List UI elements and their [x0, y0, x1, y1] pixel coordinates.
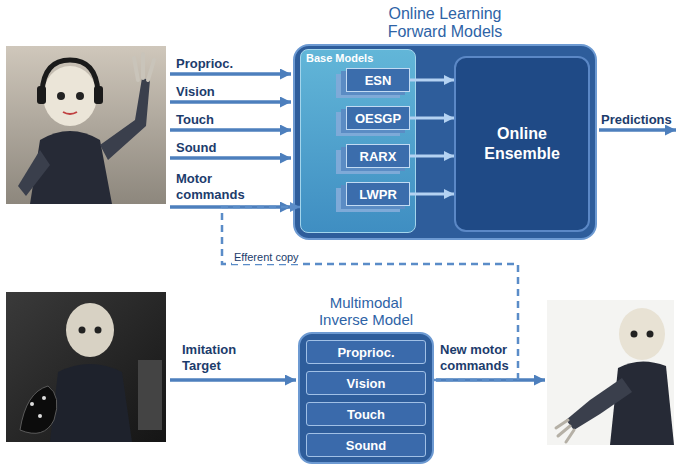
box-label: LWPR	[359, 187, 397, 202]
photo-background	[6, 46, 166, 204]
input-arrow	[170, 156, 291, 160]
robot-arm	[18, 150, 50, 196]
signal-label: Proprioc.	[176, 56, 233, 72]
model-box: RARX	[346, 144, 410, 168]
label-anchor: Proprioc.	[176, 56, 233, 72]
label-anchor: Touch	[176, 112, 214, 128]
model-box: ESN	[346, 68, 410, 92]
inverse-model-box: Multimodal Inverse ModelProprioc.VisionT…	[298, 332, 434, 464]
box-label: OESGP	[355, 111, 401, 126]
headphones	[94, 86, 103, 104]
model-connector	[410, 117, 454, 120]
headphones	[42, 60, 98, 92]
robot-fingers	[134, 54, 154, 80]
robot-eye	[76, 92, 84, 100]
signal-label: Motor commands	[176, 171, 268, 203]
model-box: OESGP	[346, 106, 410, 130]
box-label: Sound	[346, 438, 386, 453]
group-heading: Online Learning Forward Models	[370, 5, 520, 41]
label-anchor: Vision	[176, 84, 215, 100]
robot-arm	[566, 378, 632, 430]
signal-label: Predictions	[601, 112, 672, 128]
box-label: Touch	[347, 407, 385, 422]
signal-label: Imitation Target	[182, 342, 262, 374]
robot-photo	[6, 46, 166, 204]
robot-mouth	[63, 112, 77, 114]
modality-box: Vision	[306, 371, 426, 395]
signal-label: Sound	[176, 140, 216, 156]
robot-eye	[79, 327, 86, 334]
glove-marker	[42, 396, 46, 400]
signal-label: Vision	[176, 84, 215, 100]
label-anchor: Imitation Target	[182, 342, 262, 374]
input-arrow	[170, 100, 291, 104]
headphones	[37, 86, 46, 104]
box-label: ESN	[365, 73, 392, 88]
modality-box: Touch	[306, 402, 426, 426]
robot-photo	[6, 292, 166, 442]
output-arrow	[599, 128, 676, 132]
robot-body	[50, 364, 132, 442]
forward-model-group: Online Learning Forward ModelsBase Model…	[293, 44, 597, 240]
signal-label: Touch	[176, 112, 214, 128]
robot-head	[66, 303, 114, 357]
model-connector	[410, 79, 454, 82]
group-heading: Multimodal Inverse Model	[304, 294, 428, 328]
robot-eye	[647, 331, 654, 338]
box-label: Online Ensemble	[456, 124, 588, 164]
label-anchor: Predictions	[601, 112, 672, 128]
base-models-box: Base ModelsESN OESGP RARX LWPR	[300, 49, 416, 233]
photo-background	[547, 300, 674, 445]
ensemble-box: Online Ensemble	[454, 56, 590, 232]
modality-box: Sound	[306, 433, 426, 457]
label-anchor: Efferent copy	[232, 247, 301, 265]
box-label: Proprioc.	[337, 345, 394, 360]
input-arrow	[170, 378, 296, 382]
label-anchor: Sound	[176, 140, 216, 156]
glove-marker	[30, 402, 34, 406]
robot-eye	[95, 327, 102, 334]
label-anchor: Motor commands	[176, 171, 268, 203]
label-anchor: New motor commands	[440, 342, 514, 374]
model-connector	[410, 155, 454, 158]
glove	[20, 386, 57, 433]
signal-label: New motor commands	[440, 342, 514, 374]
box-label: RARX	[360, 149, 397, 164]
robot-fingers	[556, 420, 574, 442]
robot-head	[43, 66, 97, 126]
robot-eye	[631, 331, 638, 338]
box-heading: Base Models	[301, 50, 415, 65]
model-connector	[410, 193, 454, 196]
input-arrow	[170, 128, 291, 132]
box-label: Vision	[347, 376, 386, 391]
robot-head	[619, 308, 665, 360]
input-arrow	[170, 72, 291, 76]
glove-marker	[38, 414, 42, 418]
robot-body	[610, 361, 674, 445]
model-box: LWPR	[346, 182, 410, 206]
robot-eye	[57, 92, 65, 100]
connector-label: Efferent copy	[232, 250, 301, 264]
robot-arm	[100, 78, 150, 160]
equipment	[138, 360, 162, 430]
robot-photo	[547, 300, 674, 445]
photo-background	[6, 292, 166, 442]
modality-box: Proprioc.	[306, 340, 426, 364]
